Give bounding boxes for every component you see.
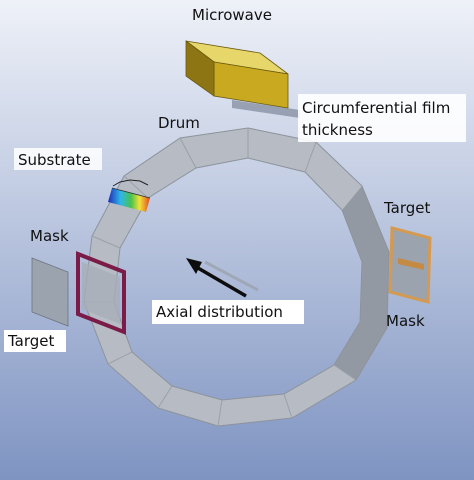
left-target-plate (31, 257, 69, 327)
target-left-label-bg (4, 330, 66, 352)
label-target-left: Target (7, 332, 55, 350)
arrow-shaft (197, 266, 247, 298)
label-drum: Drum (158, 114, 200, 132)
thickness-curve (112, 179, 149, 187)
arrow-head (186, 258, 202, 274)
label-target-right: Target (383, 199, 431, 217)
right-target-slot (398, 258, 424, 270)
circumferential-label-bg (298, 94, 466, 142)
label-circumferential-2: thickness (302, 121, 373, 139)
left-mask-frame (76, 251, 126, 335)
substrate-gradient (108, 188, 150, 212)
right-assembly (388, 226, 432, 304)
microwave-shadow (232, 100, 300, 118)
axial-arrow (186, 258, 259, 298)
microwave-box (185, 40, 300, 118)
label-axial: Axial distribution (156, 303, 283, 321)
label-mask-left: Mask (30, 227, 69, 245)
left-assembly (31, 251, 126, 335)
left-mask-plate (82, 262, 120, 324)
drum-inner-shade (334, 186, 389, 380)
substrate-sample (108, 179, 151, 212)
label-substrate: Substrate (18, 151, 91, 169)
axial-label-bg (152, 300, 304, 324)
label-circumferential-1: Circumferential film (302, 99, 450, 117)
label-mask-right: Mask (386, 312, 425, 330)
microwave-side (185, 40, 215, 97)
substrate-axis (111, 187, 151, 199)
label-microwave: Microwave (192, 6, 272, 24)
substrate-label-bg (14, 148, 102, 170)
